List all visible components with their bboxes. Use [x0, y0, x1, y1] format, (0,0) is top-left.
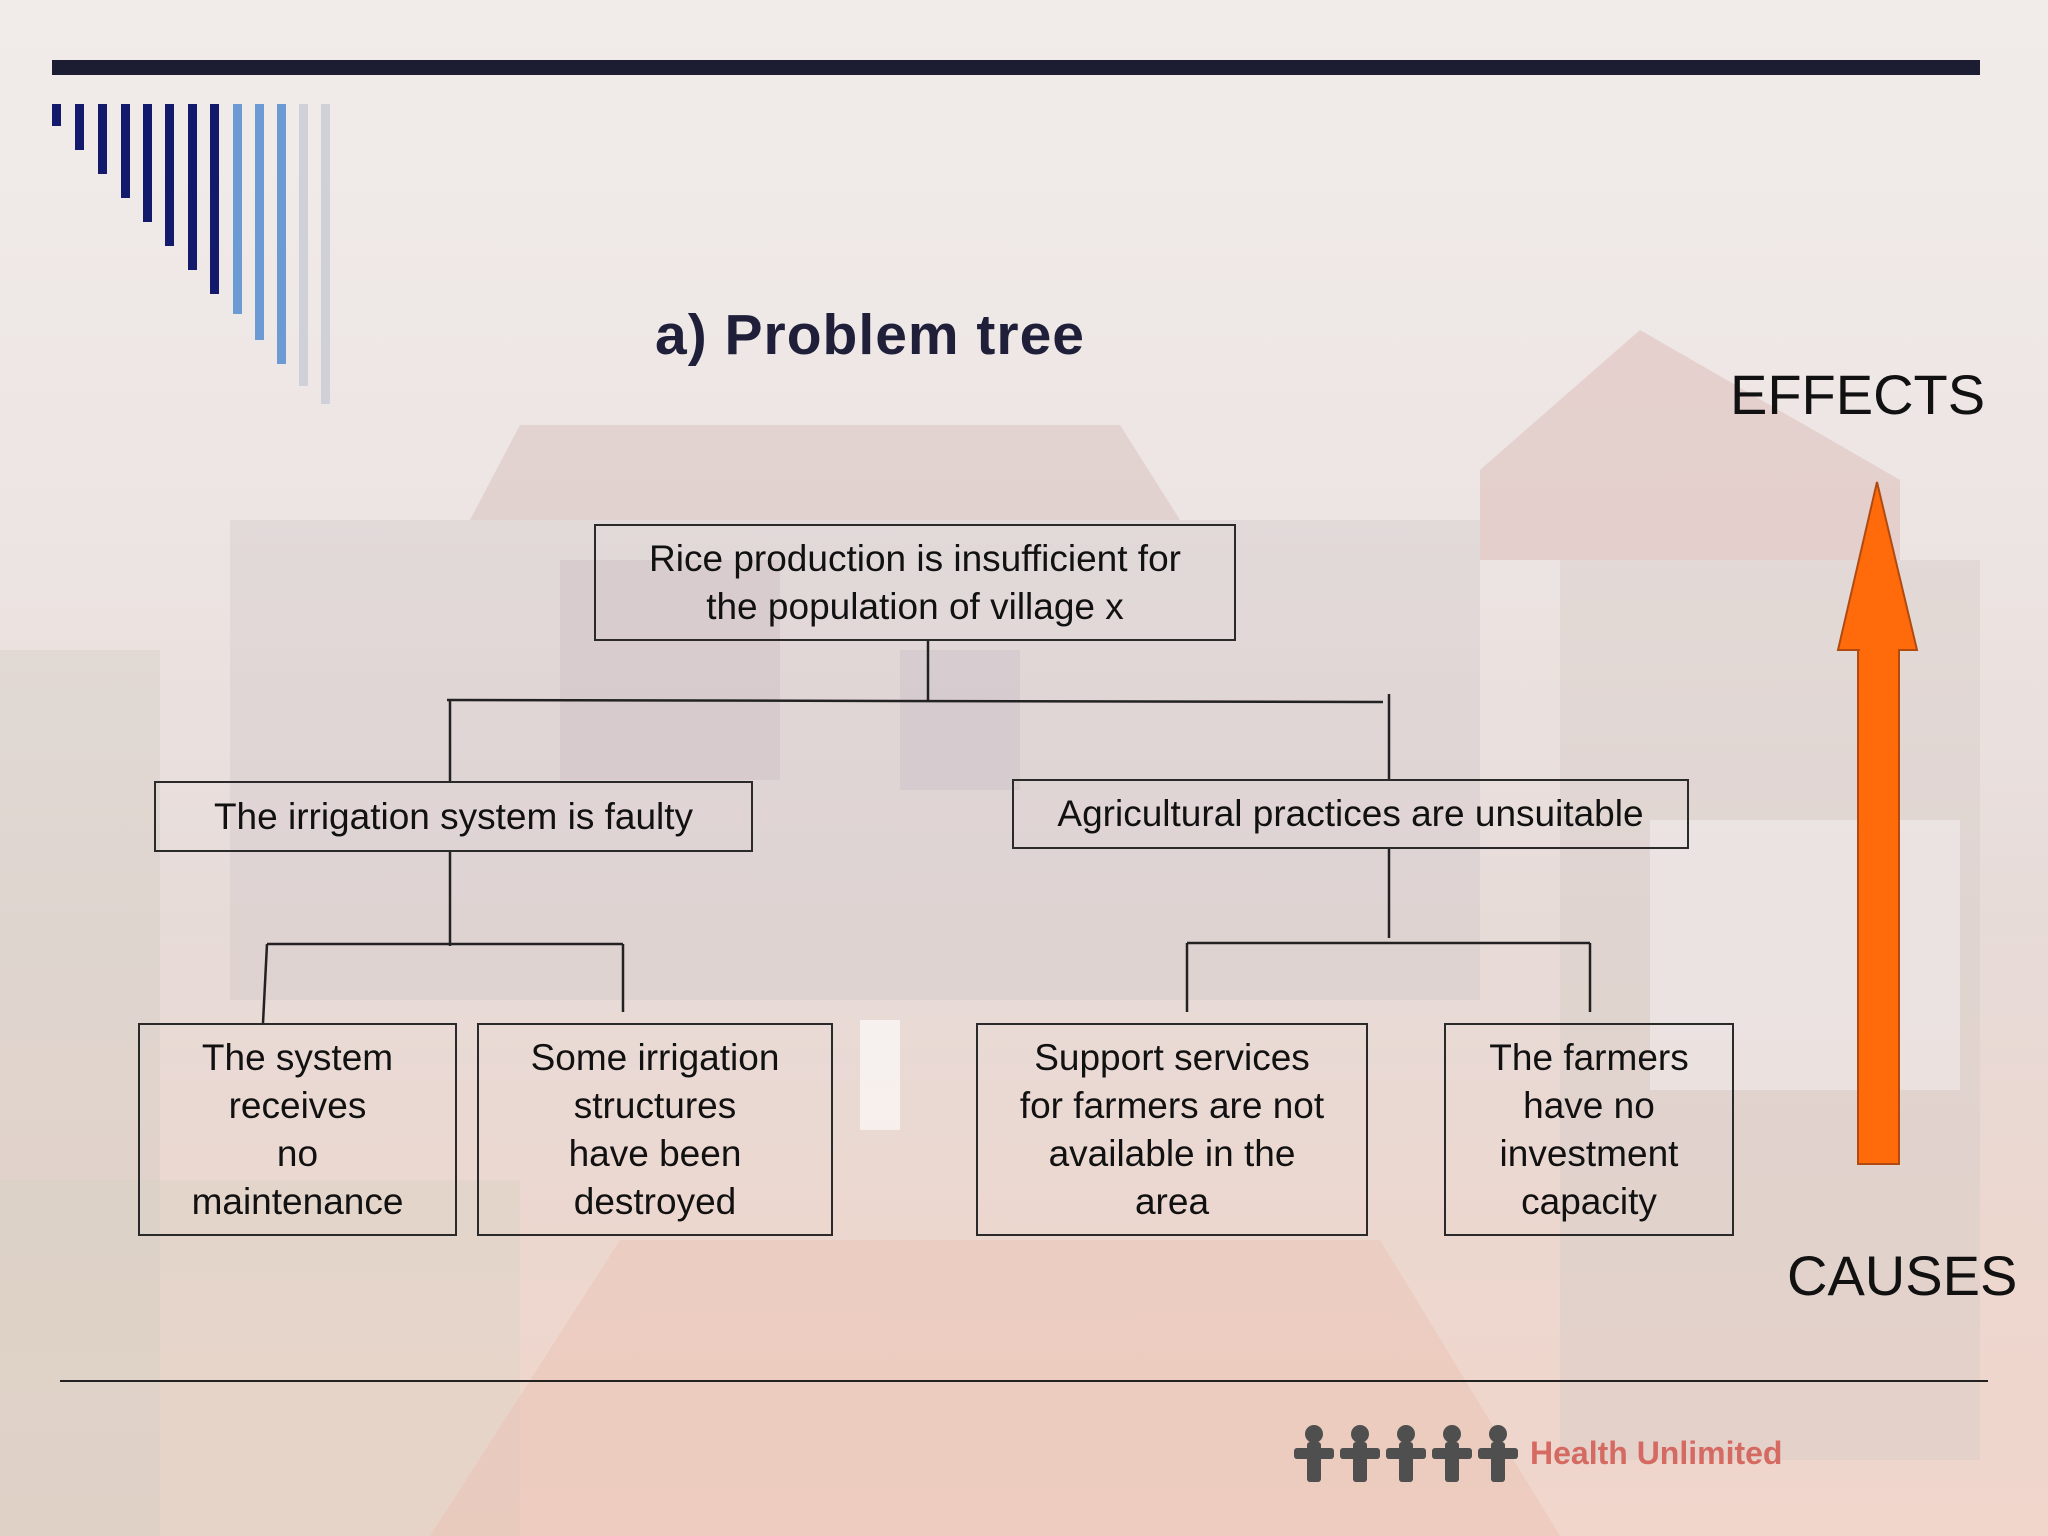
subcause-text-line: capacity [1521, 1180, 1657, 1222]
subcause-box-support-services: Support services for farmers are not ava… [976, 1023, 1368, 1236]
effects-label: EFFECTS [1730, 363, 1986, 426]
subcause-text-line: area [1134, 1180, 1210, 1222]
subcause-box-maintenance: The system receives no maintenance [138, 1023, 457, 1236]
cause-box-irrigation: The irrigation system is faulty [154, 781, 753, 852]
subcause-text-line: receives [228, 1084, 367, 1126]
subcause-text-line: structures [573, 1084, 737, 1126]
root-problem-line1: Rice production is insufficient for [649, 537, 1181, 579]
effects-causes-arrow [1836, 481, 1919, 1165]
subcause-box-investment: The farmers have no investment capacity [1444, 1023, 1734, 1236]
logo-text: Health Unlimited [1530, 1434, 1783, 1471]
five-person-figures-icon [1294, 1425, 1518, 1482]
cause-agriculture-text: Agricultural practices are unsuitable [1057, 793, 1644, 834]
causes-label: CAUSES [1787, 1244, 2018, 1307]
cause-box-agriculture: Agricultural practices are unsuitable [1012, 779, 1689, 849]
subcause-text-line: no [276, 1132, 319, 1174]
subcause-box-destroyed: Some irrigation structures have been des… [477, 1023, 833, 1236]
top-rule [52, 60, 1980, 75]
subcause-text-line: investment [1499, 1132, 1679, 1174]
subcause-text-line: have been [568, 1132, 742, 1174]
cause-irrigation-text: The irrigation system is faulty [213, 795, 694, 837]
subcause-text-line: maintenance [191, 1180, 404, 1222]
root-problem-line2: the population of village x [706, 585, 1124, 627]
root-problem-box: Rice production is insufficient for the … [594, 524, 1236, 641]
bottom-rule [60, 1380, 1988, 1382]
subcause-text-line: The system [201, 1036, 394, 1078]
subcause-text-line: for farmers are not [1019, 1084, 1325, 1126]
subcause-text-line: Some irrigation [530, 1036, 780, 1078]
subcause-text-line: The farmers [1489, 1036, 1689, 1078]
slide-title: a) Problem tree [655, 303, 1085, 367]
health-unlimited-logo: Health Unlimited [1292, 1422, 1782, 1484]
subcause-text-line: destroyed [573, 1180, 737, 1222]
subcause-text-line: Support services [1034, 1036, 1310, 1078]
subcause-text-line: available in the [1048, 1132, 1296, 1174]
subcause-text-line: have no [1523, 1084, 1655, 1126]
